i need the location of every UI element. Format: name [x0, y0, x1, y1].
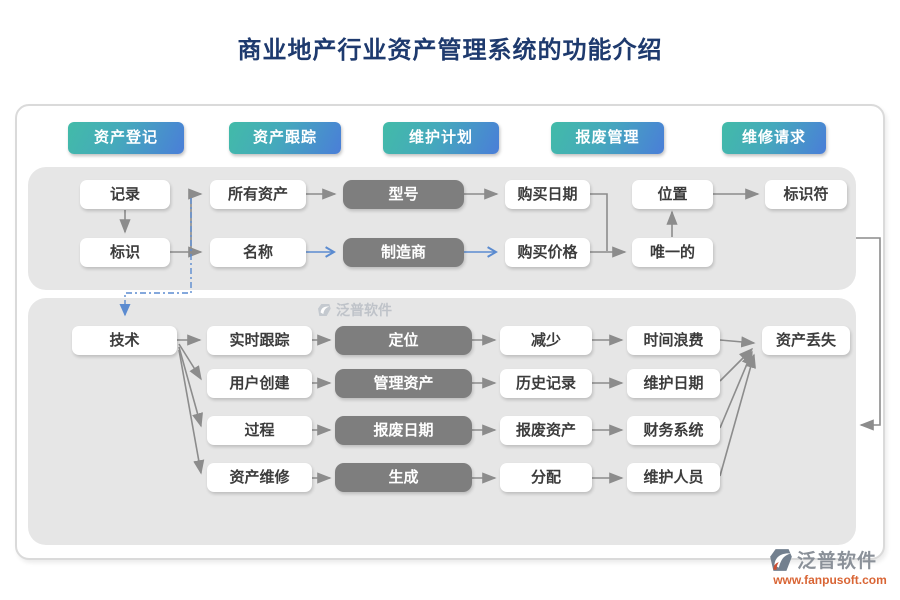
tab-maintenance-plan[interactable]: 维护计划 [383, 122, 499, 154]
brand-logo-icon [770, 548, 792, 571]
node-scrap-date: 报废日期 [335, 416, 472, 445]
footer-brand-text: 泛普软件 [797, 551, 878, 572]
page-title: 商业地产行业资产管理系统的功能介绍 [237, 38, 663, 64]
node-name: 名称 [210, 238, 306, 267]
node-scrap-assets: 报废资产 [500, 416, 592, 445]
node-realtime-tracking: 实时跟踪 [207, 326, 312, 355]
node-record: 记录 [80, 180, 170, 209]
node-time-waste: 时间浪费 [627, 326, 720, 355]
tab-repair-request[interactable]: 维修请求 [722, 122, 826, 154]
node-purchase-price: 购买价格 [505, 238, 590, 267]
node-identifier: 标识符 [765, 180, 847, 209]
node-manufacturer: 制造商 [343, 238, 464, 267]
node-maintenance-staff: 维护人员 [627, 463, 720, 492]
tab-scrap-management[interactable]: 报废管理 [551, 122, 664, 154]
node-identify: 标识 [80, 238, 170, 267]
watermark: 泛普软件 [316, 300, 392, 320]
node-generate: 生成 [335, 463, 472, 492]
watermark-text: 泛普软件 [336, 302, 392, 318]
node-location: 位置 [632, 180, 713, 209]
footer-brand-block: 泛普软件 www.fanpusoft.com [768, 546, 892, 587]
node-history-record: 历史记录 [500, 369, 592, 398]
node-unique: 唯一的 [632, 238, 713, 267]
node-locate: 定位 [335, 326, 472, 355]
node-model: 型号 [343, 180, 464, 209]
node-asset-repair: 资产维修 [207, 463, 312, 492]
footer-url-link[interactable]: www.fanpusoft.com [773, 573, 887, 587]
node-all-assets: 所有资产 [210, 180, 306, 209]
node-reduce: 减少 [500, 326, 592, 355]
node-finance-system: 财务系统 [627, 416, 720, 445]
node-technology: 技术 [72, 326, 177, 355]
node-manage-assets: 管理资产 [335, 369, 472, 398]
node-asset-loss: 资产丢失 [762, 326, 850, 355]
node-purchase-date: 购买日期 [505, 180, 590, 209]
tab-asset-tracking[interactable]: 资产跟踪 [229, 122, 341, 154]
node-process: 过程 [207, 416, 312, 445]
node-allocate: 分配 [500, 463, 592, 492]
tab-asset-register[interactable]: 资产登记 [68, 122, 184, 154]
node-user-created: 用户创建 [207, 369, 312, 398]
node-maintenance-date: 维护日期 [627, 369, 720, 398]
brand-logo-icon [318, 304, 331, 316]
